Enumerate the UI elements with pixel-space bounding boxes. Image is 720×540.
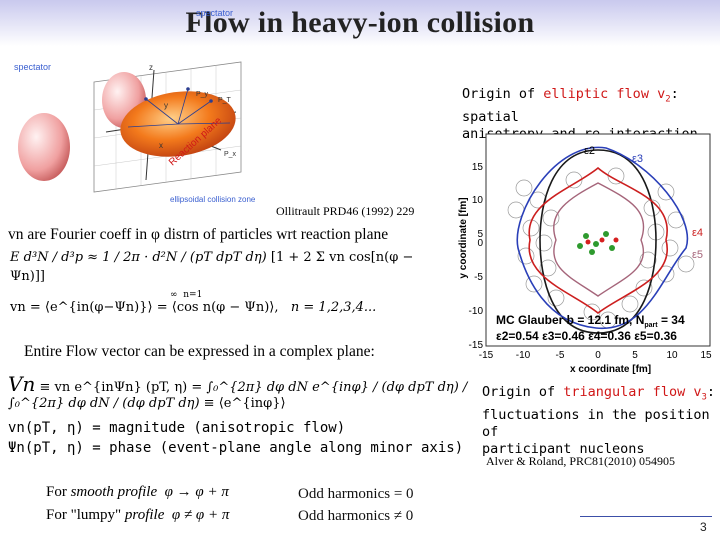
plot-xlabel: x coordinate [fm] (570, 364, 652, 375)
spectator-label-left: spectator (14, 62, 52, 72)
e4-label: ε4 (692, 227, 703, 239)
py-label: P_y (196, 91, 209, 98)
pt-label: P_T (218, 97, 232, 104)
glauber-line1: MC Glauber b = 12.1 fm, Npart = 34 (496, 313, 685, 329)
fourier-eq-main: E d³N / d³p ≈ 1 / 2π · d²N / (pT dpT dη)… (10, 248, 450, 286)
smooth-profile: For smooth profile φ → φ + π (46, 484, 229, 501)
plot-yticks: 15 10 5 0 -5 -10 -15 (469, 162, 484, 351)
vn-def: vn = ⟨e^{in(φ−Ψn)}⟩ = ⟨cos n(φ − Ψn)⟩, (10, 300, 279, 315)
elliptic-sub: 2 (665, 94, 671, 105)
complex-equation: Vn ≡ vn e^{inΨn} (pT, η) = ∫₀^{2π} dφ dN… (8, 372, 478, 411)
xtick: 10 (666, 350, 678, 361)
smooth-prefix: For (46, 484, 71, 500)
elliptic-highlight: elliptic flow v (543, 86, 666, 102)
xtick: -5 (556, 350, 565, 361)
spectator-nucleus-left (18, 113, 70, 181)
vn-definition: vn = ⟨e^{in(φ−Ψn)}⟩ = ⟨cos n(φ − Ψn)⟩, n… (10, 300, 376, 315)
complex-eq1: ≡ vn e^{inΨn} (pT, η) = (39, 380, 203, 395)
collision-diagram: z x y P_y P_T P_x Reaction plane ellipso… (18, 61, 256, 204)
lumpy-italic: profile (124, 507, 165, 523)
ytick: -5 (474, 272, 483, 283)
ytick: 10 (472, 195, 484, 206)
xtick: 15 (700, 350, 712, 361)
xtick: 0 (595, 350, 601, 361)
xtick: -10 (516, 350, 531, 361)
e5-label: ε5 (692, 249, 703, 261)
odd-harmonics-smooth: Odd harmonics = 0 (298, 486, 414, 502)
lumpy-math: φ ≠ φ + π (171, 507, 230, 523)
e5-contour (553, 182, 645, 297)
plot-xticks: -15 -10 -5 0 5 10 15 (479, 350, 712, 361)
alver-citation: Alver & Roland, PRC81(2010) 054905 (486, 454, 675, 468)
ytick: 5 (477, 229, 483, 240)
page-number: 3 (700, 520, 707, 534)
zone-label: ellipsoidal collision zone (170, 195, 256, 204)
glauber-line2: ε2=0.54 ε3=0.46 ε4=0.36 ε5=0.36 (496, 329, 677, 343)
reaction-plane (93, 61, 242, 193)
e3-label: ε3 (632, 153, 643, 165)
complex-int1: ∫₀^{2π} dφ dN e^{inφ} / (dφ dpT dη) (206, 380, 459, 395)
complex-lhs: Vn (8, 372, 36, 396)
complex-rhs: ≡ ⟨e^{inφ}⟩ (203, 396, 286, 411)
ytick: 0 (477, 238, 483, 249)
plot-ylabel: y coordinate [fm] (458, 197, 469, 278)
triangular-flow-note: Origin of triangular flow v3: fluctuatio… (482, 384, 720, 458)
lumpy-prefix: For "lumpy" (46, 507, 125, 523)
elliptic-suffix: : spatial (462, 86, 679, 125)
complex-int2: / ∫₀^{2π} dφ dN / (dφ dpT dη) (8, 380, 468, 411)
e2-label: ε2 (584, 145, 595, 157)
eq-rhs1: 1 / 2π · d²N / (pT dpT dη) (102, 250, 267, 265)
axis-z-label: z (149, 63, 153, 72)
participant-dots-red (585, 237, 619, 245)
eq-approx: ≈ (87, 250, 99, 265)
sum-top: ∞ (170, 290, 178, 300)
triangular-prefix: Origin of (482, 384, 564, 400)
triangular-line3: participant nucleons (482, 440, 645, 457)
sum-bottom: n=1 (183, 290, 203, 300)
glauber-plot: y coordinate [fm] 15 10 5 0 -5 -10 -15 -… (458, 133, 712, 361)
odd-harmonics-lumpy: Odd harmonics ≠ 0 (298, 508, 414, 524)
slide-title: Flow in heavy-ion collision (185, 6, 535, 39)
fourier-description: vn are Fourier coeff in φ distrn of part… (8, 226, 389, 243)
xtick: -15 (479, 350, 494, 361)
nucleon-circles (507, 167, 695, 329)
e4-contour (528, 166, 669, 315)
complex-plane-description: Entire Flow vector can be expressed in a… (24, 343, 375, 360)
eq-series: [1 + 2 Σ vn cos[n(φ − Ψn)]] (10, 250, 414, 284)
title-bar (0, 0, 720, 46)
ollitrault-citation: Ollitrault PRD46 (1992) 229 (276, 204, 415, 218)
triangular-sub: 3 (701, 392, 707, 403)
ytick: -10 (469, 306, 484, 317)
smooth-italic: smooth profile (70, 484, 158, 500)
axis-x-label: x (159, 141, 163, 150)
xtick: 5 (632, 350, 638, 361)
eq-lhs: E d³N / d³p (10, 250, 84, 265)
ytick: -15 (469, 340, 484, 351)
plot-frame (485, 133, 711, 347)
triangular-highlight: triangular flow v (563, 384, 702, 400)
participant-dots (577, 231, 615, 255)
sum-limits: ∞ n=1 (170, 286, 450, 305)
magnitude-line: vn(pT, η) = magnitude (anisotropic flow) (8, 420, 346, 436)
px-label: P_x (224, 151, 237, 158)
triangular-line2: fluctuations in the position of (482, 406, 710, 440)
spectator-label-top: spectator (196, 8, 234, 18)
phase-line: Ψn(pT, η) = phase (event-plane angle alo… (8, 440, 464, 456)
lumpy-profile: For "lumpy" profile φ ≠ φ + π (46, 507, 229, 524)
triangular-suffix: : (706, 384, 716, 400)
fourier-equation: E d³N / d³p ≈ 1 / 2π · d²N / (pT dpT dη)… (10, 248, 450, 305)
smooth-math: φ → φ + π (164, 484, 229, 500)
momentum-arrows (127, 87, 231, 128)
elliptic-prefix: Origin of (462, 86, 544, 102)
e3-contour (516, 146, 689, 329)
axis-y-label: y (164, 101, 168, 110)
footer-rule (580, 516, 712, 517)
n-values: n = 1,2,3,4... (290, 300, 377, 315)
ytick: 15 (472, 162, 484, 173)
